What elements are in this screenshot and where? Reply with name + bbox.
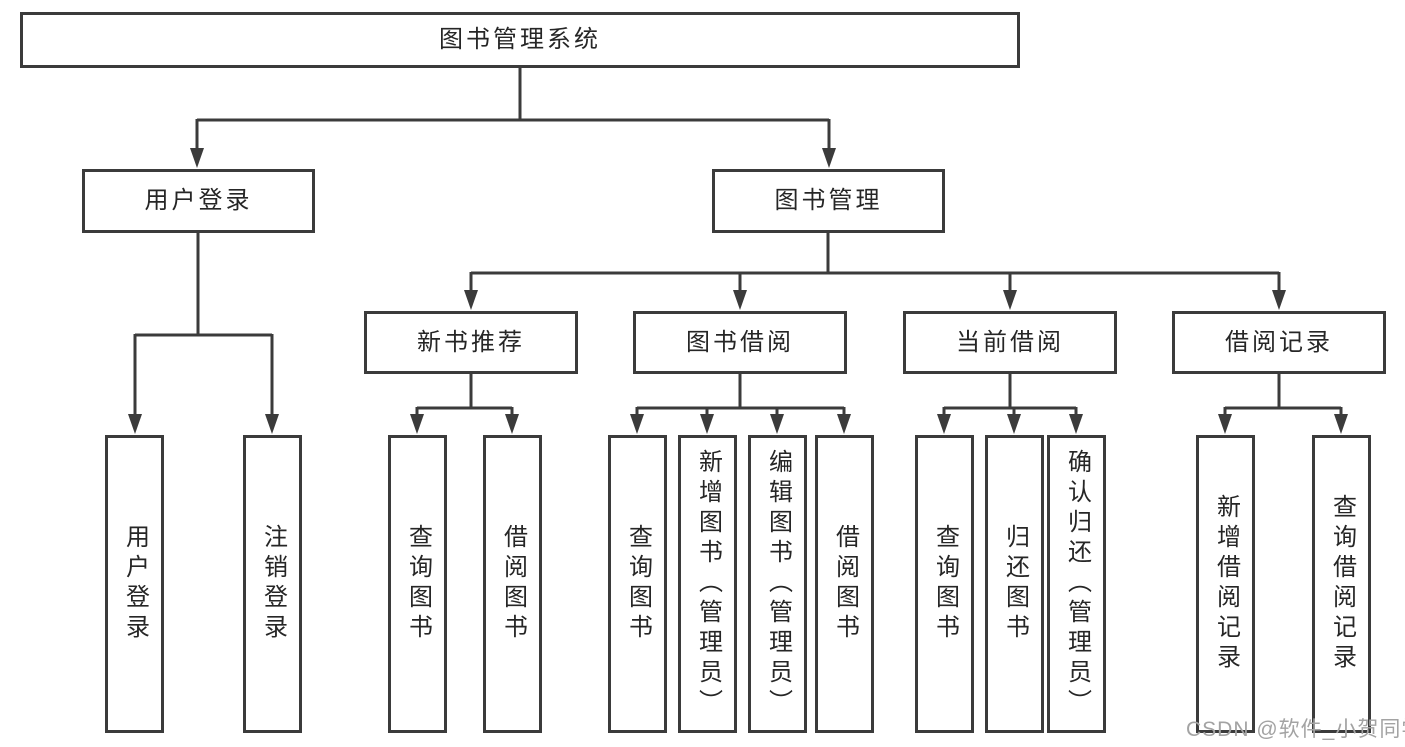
node-label: 新增图书（管理员） (694, 449, 722, 719)
node-label: 借阅记录 (1225, 328, 1333, 356)
node-leaf-query-borrowing-record: 查询借阅记录 (1312, 435, 1371, 733)
node-label: 用户登录 (144, 187, 253, 214)
node-label: 查询图书 (931, 524, 959, 644)
node-label: 图书管理系统 (439, 26, 601, 53)
node-leaf-query-books-1: 查询图书 (388, 435, 447, 733)
node-leaf-return-books: 归还图书 (985, 435, 1044, 733)
node-label: 用户登录 (121, 524, 149, 644)
node-leaf-add-books-admin: 新增图书（管理员） (678, 435, 737, 733)
node-label: 查询借阅记录 (1328, 494, 1356, 674)
connector-book-borrowing-to-leaves (630, 374, 851, 434)
node-label: 借阅图书 (499, 524, 527, 644)
node-label: 查询图书 (624, 524, 652, 644)
node-leaf-confirm-return-admin: 确认归还（管理员） (1047, 435, 1106, 733)
node-label: 新书推荐 (417, 328, 525, 356)
node-library-management-system: 图书管理系统 (20, 12, 1020, 68)
node-label: 图书借阅 (686, 328, 794, 356)
node-leaf-add-borrowing-record: 新增借阅记录 (1196, 435, 1255, 733)
node-label: 确认归还（管理员） (1063, 449, 1091, 719)
node-label: 图书管理 (774, 187, 883, 214)
node-leaf-borrow-books-1: 借阅图书 (483, 435, 542, 733)
node-label: 当前借阅 (956, 328, 1064, 356)
node-book-management: 图书管理 (712, 169, 945, 233)
connector-borrowing-records-to-leaves (1218, 374, 1348, 434)
node-leaf-logout: 注销登录 (243, 435, 302, 733)
node-label: 借阅图书 (831, 524, 859, 644)
node-label: 查询图书 (404, 524, 432, 644)
node-label: 归还图书 (1001, 524, 1029, 644)
csdn-watermark: CSDN @软件_小贺同学 (1186, 718, 1405, 741)
connector-current-borrowing-to-leaves (937, 374, 1083, 434)
node-label: 编辑图书（管理员） (764, 449, 792, 719)
node-user-login: 用户登录 (82, 169, 315, 233)
node-borrowing-records: 借阅记录 (1172, 311, 1386, 374)
node-label: 注销登录 (259, 524, 287, 644)
node-leaf-query-books-2: 查询图书 (608, 435, 667, 733)
connector-user-login-to-leaves (128, 233, 279, 434)
node-leaf-borrow-books-2: 借阅图书 (815, 435, 874, 733)
node-new-book-recommendation: 新书推荐 (364, 311, 578, 374)
connector-root-to-level2 (190, 68, 836, 168)
node-label: 新增借阅记录 (1212, 494, 1240, 674)
node-leaf-query-books-3: 查询图书 (915, 435, 974, 733)
node-book-borrowing: 图书借阅 (633, 311, 847, 374)
node-leaf-edit-books-admin: 编辑图书（管理员） (748, 435, 807, 733)
node-current-borrowing: 当前借阅 (903, 311, 1117, 374)
connector-new-book-recommendation-to-leaves (410, 374, 519, 434)
node-leaf-user-login: 用户登录 (105, 435, 164, 733)
connector-book-management-to-level3 (464, 233, 1286, 310)
